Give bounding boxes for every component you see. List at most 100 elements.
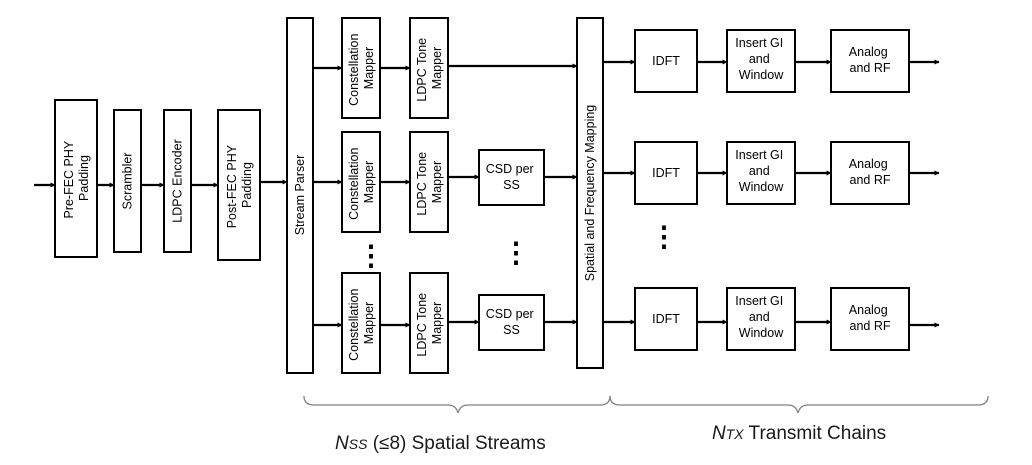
constellation-mapper-block-2: Constellation Mapper: [341, 131, 381, 233]
svg-text:Post-FEC PHY Padding: Post-FEC PHY Padding: [225, 142, 254, 229]
svg-text:LDPC Encoder: LDPC Encoder: [171, 139, 185, 222]
analog-rf-block-1: Analog and RF: [830, 29, 910, 93]
idft-label: IDFT: [652, 54, 680, 68]
pre-fec-padding-label-line2: Padding: [77, 155, 91, 201]
analog-rf-label-line1: Analog: [849, 45, 888, 59]
ellipsis-csd: ⋮: [502, 237, 530, 268]
insert-gi-label-line2: and: [749, 164, 770, 178]
svg-text:Insert GI and Wind: Insert GI and Window: [735, 36, 786, 82]
svg-text:Analog and RF: Analog and RF: [849, 157, 891, 187]
spatial-streams-text: Spatial Streams: [406, 433, 545, 454]
stream-parser-label: Stream Parser: [293, 155, 307, 236]
constellation-mapper-block-3: Constellation Mapper: [341, 272, 381, 374]
pre-fec-padding-block: Pre-FEC PHY Padding: [54, 99, 98, 258]
analog-rf-label-line2: and RF: [850, 61, 891, 75]
insert-gi-window-block-2: Insert GI and Window: [726, 141, 796, 205]
svg-text:Constellation Mapper: Constellation Mapper: [347, 30, 376, 106]
csd-per-ss-block-2: CSD per SS: [478, 294, 545, 351]
csd-per-ss-label-line2: SS: [503, 178, 520, 192]
post-fec-padding-label-line1: Post-FEC PHY: [225, 144, 239, 228]
svg-text:LDPC Tone Mapper: LDPC Tone Mapper: [415, 34, 444, 101]
svg-text:LDPC Tone Mapper: LDPC Tone Mapper: [415, 289, 444, 356]
ldpc-tone-mapper-label-line2: Mapper: [430, 302, 444, 344]
analog-rf-label-line2: and RF: [850, 173, 891, 187]
ldpc-tone-mapper-label-line1: LDPC Tone: [415, 38, 429, 102]
insert-gi-label-line3: Window: [739, 68, 784, 82]
spatial-frequency-mapping-label: Spatial and Frequency Mapping: [583, 105, 597, 282]
idft-label: IDFT: [652, 312, 680, 326]
ldpc-tone-mapper-label-line2: Mapper: [430, 161, 444, 203]
constellation-mapper-block-1: Constellation Mapper: [341, 17, 381, 119]
nss-condition: (≤8): [367, 433, 406, 454]
post-fec-padding-label-line2: Padding: [240, 162, 254, 208]
ntx-subscript: TX: [726, 426, 745, 442]
insert-gi-label-line1: Insert GI: [735, 36, 783, 50]
svg-text:Stream Parser: Stream Parser: [293, 155, 307, 236]
ldpc-tone-mapper-block-1: LDPC Tone Mapper: [409, 17, 449, 119]
svg-text:Insert GI and Wind: Insert GI and Window: [735, 294, 786, 340]
scrambler-label: Scrambler: [121, 153, 135, 210]
insert-gi-label-line2: and: [749, 310, 770, 324]
svg-text:CSD per SS: CSD per SS: [486, 162, 537, 192]
ldpc-encoder-block: LDPC Encoder: [163, 109, 192, 253]
ntx-symbol: N: [712, 423, 726, 444]
insert-gi-label-line3: Window: [739, 180, 784, 194]
nss-subscript: SS: [349, 436, 368, 452]
ldpc-encoder-label: LDPC Encoder: [171, 139, 185, 222]
transmit-chains-brace: [609, 395, 989, 414]
svg-text:CSD per SS: CSD per SS: [486, 307, 537, 337]
ellipsis-mapper: ⋮: [357, 240, 385, 271]
constellation-mapper-label-line2: Mapper: [362, 302, 376, 344]
spatial-streams-caption: NSS (≤8) Spatial Streams: [335, 433, 546, 454]
insert-gi-window-block-3: Insert GI and Window: [726, 287, 796, 351]
svg-text:Constellation Mapper: Constellation Mapper: [347, 144, 376, 220]
pre-fec-padding-label-line1: Pre-FEC PHY: [62, 140, 76, 218]
ldpc-tone-mapper-block-2: LDPC Tone Mapper: [409, 131, 449, 233]
post-fec-padding-block: Post-FEC PHY Padding: [217, 109, 261, 261]
constellation-mapper-label-line2: Mapper: [362, 161, 376, 203]
stream-parser-block: Stream Parser: [286, 17, 314, 374]
analog-rf-label-line1: Analog: [849, 303, 888, 317]
idft-block-1: IDFT: [634, 29, 698, 93]
transmit-chains-text: Transmit Chains: [744, 423, 887, 444]
insert-gi-label-line3: Window: [739, 326, 784, 340]
ldpc-tone-mapper-label-line1: LDPC Tone: [415, 152, 429, 216]
csd-per-ss-label-line1: CSD per: [486, 307, 534, 321]
analog-rf-block-2: Analog and RF: [830, 141, 910, 205]
transmit-chains-caption: NTX Transmit Chains: [712, 423, 886, 444]
ellipsis-idft: ⋮: [650, 221, 678, 252]
svg-text:Constellation Mapper: Constellation Mapper: [347, 285, 376, 361]
signal-arrows: [34, 59, 940, 328]
svg-text:Analog and RF: Analog and RF: [849, 303, 891, 333]
scrambler-block: Scrambler: [113, 109, 142, 253]
idft-block-3: IDFT: [634, 287, 698, 351]
csd-per-ss-label-line2: SS: [503, 323, 520, 337]
insert-gi-label-line1: Insert GI: [735, 148, 783, 162]
nss-symbol: N: [335, 433, 349, 454]
svg-text:Pre-FEC PHY Padding: Pre-FEC PHY Padding: [62, 137, 91, 218]
analog-rf-block-3: Analog and RF: [830, 287, 910, 351]
analog-rf-label-line1: Analog: [849, 157, 888, 171]
ldpc-tone-mapper-label-line2: Mapper: [430, 47, 444, 89]
svg-text:Spatial and Frequency Mapping: Spatial and Frequency Mapping: [583, 105, 597, 282]
constellation-mapper-label-line1: Constellation: [347, 34, 361, 106]
constellation-mapper-label-line1: Constellation: [347, 148, 361, 220]
svg-text:LDPC Tone Mapper: LDPC Tone Mapper: [415, 148, 444, 215]
analog-rf-label-line2: and RF: [850, 319, 891, 333]
insert-gi-window-block-1: Insert GI and Window: [726, 29, 796, 93]
csd-per-ss-block-1: CSD per SS: [478, 149, 545, 206]
ldpc-tone-mapper-block-3: LDPC Tone Mapper: [409, 272, 449, 374]
idft-label: IDFT: [652, 166, 680, 180]
constellation-mapper-label-line2: Mapper: [362, 47, 376, 89]
spatial-frequency-mapping-block: Spatial and Frequency Mapping: [576, 17, 604, 369]
svg-text:Scrambler: Scrambler: [121, 153, 135, 210]
insert-gi-label-line1: Insert GI: [735, 294, 783, 308]
spatial-streams-brace: [303, 395, 611, 414]
csd-per-ss-label-line1: CSD per: [486, 162, 534, 176]
idft-block-2: IDFT: [634, 141, 698, 205]
svg-text:Analog and RF: Analog and RF: [849, 45, 891, 75]
ldpc-tone-mapper-label-line1: LDPC Tone: [415, 293, 429, 357]
insert-gi-label-line2: and: [749, 52, 770, 66]
constellation-mapper-label-line1: Constellation: [347, 289, 361, 361]
